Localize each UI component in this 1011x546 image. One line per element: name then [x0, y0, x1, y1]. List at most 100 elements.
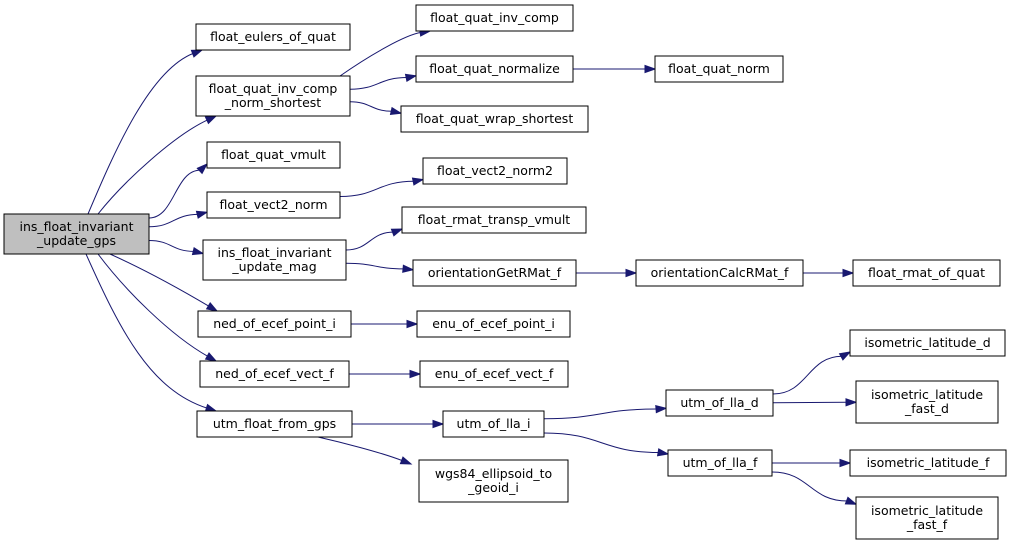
- node-label: isometric_latitude: [871, 503, 983, 518]
- node-label: float_quat_wrap_shortest: [416, 111, 574, 126]
- node-wgs84[interactable]: wgs84_ellipsoid_to_geoid_i: [418, 459, 569, 503]
- node-quat-norm[interactable]: float_quat_norm: [654, 55, 784, 83]
- node-vect2-norm[interactable]: float_vect2_norm: [206, 191, 341, 219]
- node-label: _norm_shortest: [224, 95, 321, 110]
- arrowhead: [399, 456, 413, 465]
- edge-line: [349, 77, 408, 90]
- node-label: float_quat_inv_comp: [209, 81, 338, 96]
- edge-utm-lla-d-to-iso-lat-d: [772, 351, 852, 395]
- node-box: [422, 157, 568, 185]
- node-normalize[interactable]: float_quat_normalize: [415, 55, 574, 83]
- node-iso-lat-d[interactable]: isometric_latitude_d: [849, 329, 1006, 357]
- node-box: [412, 259, 577, 287]
- node-iso-lat-f[interactable]: isometric_latitude_f: [849, 449, 1007, 477]
- edge-ins-update-gps-to-utm-from-gps: [85, 253, 218, 412]
- arrowhead: [389, 106, 403, 116]
- node-label: float_quat_normalize: [429, 61, 560, 76]
- node-eulers-of-quat[interactable]: float_eulers_of_quat: [195, 23, 351, 51]
- node-box: [418, 459, 569, 503]
- node-label: float_quat_vmult: [221, 147, 326, 162]
- edge-utm-lla-d-to-iso-lat-fast-d: [772, 398, 858, 407]
- arrowhead: [191, 246, 205, 256]
- arrowhead: [644, 64, 657, 74]
- node-quat-vmult[interactable]: float_quat_vmult: [206, 141, 341, 169]
- node-box: [196, 410, 353, 438]
- node-box: [195, 23, 351, 51]
- arrowhead: [432, 419, 445, 429]
- node-rmat-transp[interactable]: float_rmat_transp_vmult: [401, 206, 587, 234]
- node-utm-from-gps[interactable]: utm_float_from_gps: [196, 410, 353, 438]
- edge-line: [543, 408, 658, 420]
- node-label: utm_of_lla_i: [457, 416, 531, 431]
- edge-normalize-to-quat-norm: [573, 64, 657, 74]
- node-box: [415, 4, 574, 32]
- edge-utm-lla-f-to-iso-lat-fast-f: [771, 471, 858, 505]
- node-label: orientationCalcRMat_f: [651, 265, 789, 280]
- edge-ins-update-gps-to-eulers-of-quat: [87, 49, 204, 215]
- edge-line: [771, 471, 848, 502]
- edge-line: [317, 436, 403, 462]
- node-label: float_vect2_norm2: [437, 163, 553, 178]
- node-orient-get[interactable]: orientationGetRMat_f: [412, 259, 577, 287]
- edge-line: [772, 355, 843, 395]
- edge-utm-lla-i-to-utm-lla-d: [543, 404, 668, 420]
- edge-ins-update-gps-to-quat-vmult: [148, 162, 209, 219]
- edge-ins-update-gps-to-inv-comp-norm: [97, 115, 218, 215]
- edge-ins-update-mag-to-orient-get: [345, 262, 415, 273]
- node-box: [401, 206, 587, 234]
- node-orient-calc[interactable]: orientationCalcRMat_f: [635, 259, 804, 287]
- node-label: _geoid_i: [467, 480, 519, 495]
- edge-ned-vect-to-enu-vect: [348, 369, 422, 379]
- edge-line: [109, 253, 210, 307]
- node-box: [197, 310, 352, 338]
- node-ned-point[interactable]: ned_of_ecef_point_i: [197, 310, 352, 338]
- edge-vect2-norm-to-vect2-norm2: [339, 177, 425, 197]
- node-label: orientationGetRMat_f: [428, 265, 562, 280]
- node-ned-vect[interactable]: ned_of_ecef_vect_f: [199, 360, 350, 388]
- node-label: ins_float_invariant: [19, 219, 133, 234]
- arrowhead: [845, 398, 858, 407]
- arrowhead: [390, 228, 404, 237]
- node-rmat-of-quat[interactable]: float_rmat_of_quat: [852, 259, 1001, 287]
- node-vect2-norm2[interactable]: float_vect2_norm2: [422, 157, 568, 185]
- node-label: float_vect2_norm: [219, 197, 327, 212]
- node-ins-update-mag[interactable]: ins_float_invariant_update_mag: [202, 239, 347, 281]
- arrowhead: [205, 302, 219, 312]
- node-wrap-shortest[interactable]: float_quat_wrap_shortest: [400, 105, 589, 133]
- edge-line: [148, 169, 201, 219]
- node-inv-comp-norm[interactable]: float_quat_inv_comp_norm_shortest: [195, 75, 351, 117]
- node-box: [442, 410, 545, 438]
- node-label: float_rmat_transp_vmult: [418, 212, 571, 227]
- node-iso-lat-fast-d[interactable]: isometric_latitude_fast_d: [855, 380, 999, 424]
- node-box: [400, 105, 589, 133]
- node-utm-lla-d[interactable]: utm_of_lla_d: [665, 389, 774, 417]
- node-utm-lla-f[interactable]: utm_of_lla_f: [667, 449, 773, 477]
- node-box: [195, 75, 351, 117]
- node-label: float_quat_norm: [668, 61, 770, 76]
- node-ins-update-gps[interactable]: ins_float_invariant_update_gps: [3, 213, 150, 255]
- edge-line: [543, 432, 660, 453]
- node-enu-point[interactable]: enu_of_ecef_point_i: [416, 310, 571, 338]
- node-label: isometric_latitude_d: [864, 335, 990, 350]
- arrowhead: [842, 268, 855, 278]
- node-box: [635, 259, 804, 287]
- node-label: isometric_latitude: [871, 387, 983, 402]
- node-enu-vect[interactable]: enu_of_ecef_vect_f: [419, 360, 569, 388]
- edge-utm-from-gps-to-wgs84: [317, 436, 413, 465]
- node-inv-comp[interactable]: float_quat_inv_comp: [415, 4, 574, 32]
- arrowhead: [844, 496, 858, 505]
- edge-line: [85, 253, 208, 409]
- edge-line: [349, 101, 393, 112]
- node-box: [855, 496, 999, 540]
- node-box: [849, 449, 1007, 477]
- node-utm-lla-i[interactable]: utm_of_lla_i: [442, 410, 545, 438]
- node-box: [654, 55, 784, 83]
- node-iso-lat-fast-f[interactable]: isometric_latitude_fast_f: [855, 496, 999, 540]
- edge-ins-update-gps-to-vect2-norm: [148, 210, 209, 228]
- edge-utm-lla-i-to-utm-lla-f: [543, 432, 670, 457]
- node-label: _fast_d: [904, 401, 949, 416]
- edge-line: [97, 253, 209, 358]
- node-box: [206, 191, 341, 219]
- arrowhead: [625, 268, 638, 278]
